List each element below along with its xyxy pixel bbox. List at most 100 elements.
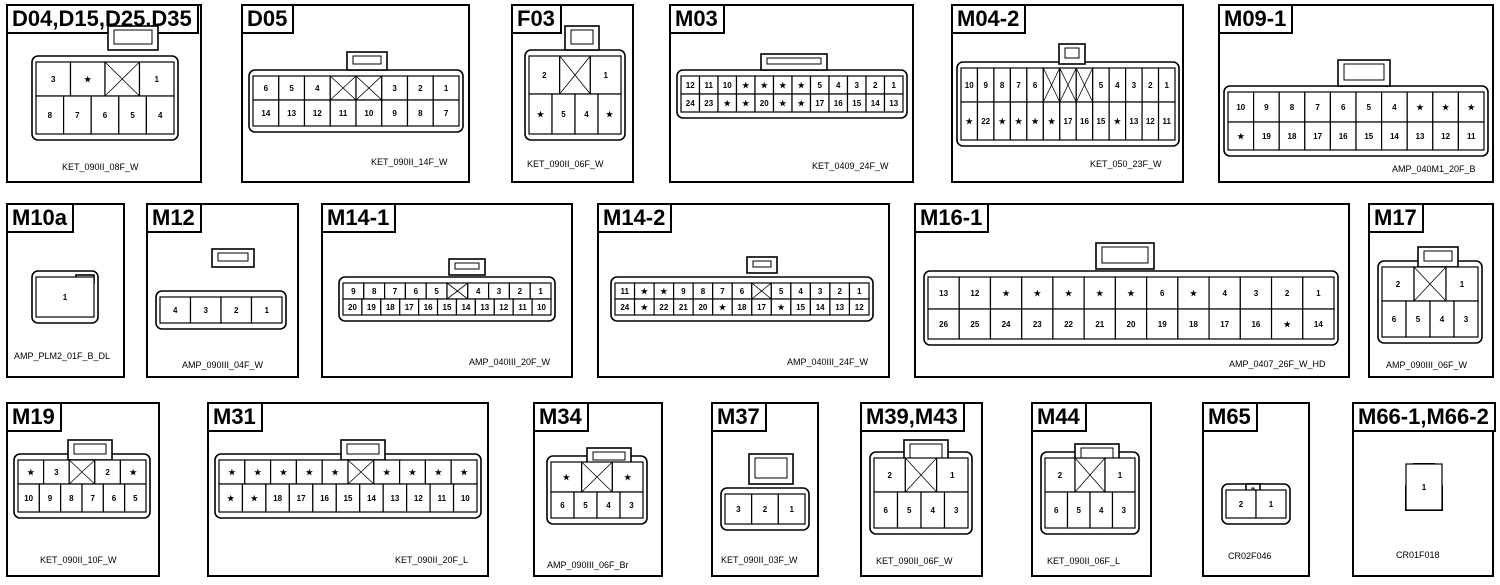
pin-label: 18 — [738, 303, 747, 312]
pin-label: ★ — [563, 473, 571, 482]
pin-label: 6 — [112, 494, 117, 503]
connector-lock-tab — [448, 258, 486, 276]
connector-lock-slot — [592, 451, 626, 461]
pin-label: ★ — [1237, 132, 1245, 141]
connector-title: M39,M43 — [860, 402, 965, 432]
pin-cell — [1278, 91, 1306, 123]
pin-cell — [883, 93, 904, 113]
connector-face: 1 — [31, 270, 99, 324]
pin-cell — [124, 483, 147, 513]
pin-label: 13 — [835, 303, 844, 312]
connector-code: CR01F018 — [1396, 550, 1440, 560]
pin-label: 24 — [620, 303, 629, 312]
pin-label: 22 — [981, 117, 990, 126]
connector-lock-tab — [67, 439, 113, 461]
pin-cell — [958, 308, 992, 340]
pin-label: ★ — [228, 468, 236, 477]
pin-cell — [62, 95, 92, 135]
pin-label: 8 — [1000, 81, 1005, 90]
pin-label: 3 — [497, 287, 502, 296]
connector-code: KET_090II_20F_L — [395, 555, 469, 565]
pin-cell — [1052, 308, 1085, 340]
pin-cell — [1239, 308, 1273, 340]
pin-label: 13 — [1129, 117, 1138, 126]
pin-label: 7 — [90, 494, 95, 503]
pin-label: 3 — [629, 501, 634, 510]
pin-cell — [1453, 300, 1479, 338]
pin-label: 2 — [542, 71, 547, 80]
pin-label: 12 — [414, 494, 423, 503]
pin-label: 9 — [392, 109, 397, 118]
connector-code: KET_090II_10F_W — [40, 555, 117, 565]
pin-cell — [1255, 489, 1287, 519]
pin-label: 10 — [461, 494, 470, 503]
pin-label: 2 — [1285, 289, 1290, 298]
pin-label: 4 — [584, 110, 589, 119]
pin-label: 6 — [1392, 315, 1397, 324]
connector-lock-slot — [346, 443, 380, 455]
pin-label: 11 — [705, 81, 714, 90]
connector-title: M04-2 — [951, 4, 1027, 34]
connector-lock-slot — [752, 260, 772, 268]
pin-label: 17 — [757, 303, 766, 312]
blank-cross — [347, 459, 375, 485]
pin-cell — [1044, 457, 1076, 493]
pin-label: 11 — [1163, 117, 1172, 126]
pin-label: 1 — [63, 293, 68, 302]
pin-label: 1 — [265, 306, 270, 315]
pin-cell — [1177, 276, 1210, 310]
pin-cell — [777, 493, 806, 525]
pin-label: ★ — [1048, 117, 1056, 126]
pin-label: 3 — [818, 287, 823, 296]
connector-panel-m66: M66-1,M66-2 1 CR01F018 — [1352, 402, 1496, 577]
pin-label: 21 — [1095, 320, 1104, 329]
pin-label: ★ — [641, 303, 649, 312]
pin-label: 1 — [1422, 483, 1427, 492]
pin-cell — [589, 55, 622, 95]
pin-cell — [1225, 489, 1257, 519]
pin-label: 7 — [720, 287, 725, 296]
pin-cell — [1429, 300, 1455, 338]
pin-label: 5 — [1367, 103, 1372, 112]
pin-label: ★ — [724, 99, 732, 108]
pin-cell — [1021, 276, 1054, 310]
connector-code: KET_090II_14F_W — [371, 157, 448, 167]
pin-label: 2 — [1239, 500, 1244, 509]
pin-label: 8 — [1290, 103, 1295, 112]
pin-label: 1 — [789, 505, 794, 514]
connector-code: KET_090II_06F_W — [527, 159, 604, 169]
pin-cell — [1083, 308, 1116, 340]
pin-label: ★ — [1468, 103, 1476, 112]
connector-lock-tab — [1058, 43, 1086, 65]
pin-label: 11 — [518, 303, 527, 312]
pin-label: ★ — [1127, 289, 1135, 298]
pin-label: 1 — [1165, 81, 1170, 90]
pin-label: ★ — [1096, 289, 1104, 298]
pin-label: 10 — [364, 109, 373, 118]
pin-label: 25 — [970, 320, 979, 329]
pin-label: 9 — [1264, 103, 1269, 112]
pin-label: 3 — [392, 84, 397, 93]
pin-label: 17 — [297, 494, 306, 503]
connector-lock-slot — [217, 252, 249, 262]
pin-label: 14 — [261, 109, 270, 118]
connector-face: 1 — [1405, 463, 1443, 511]
blank-cross — [68, 459, 96, 485]
pin-label: 7 — [393, 287, 398, 296]
pin-cell — [927, 308, 960, 340]
pin-cell — [406, 99, 434, 127]
pin-cell — [1405, 463, 1443, 511]
pin-label: 9 — [48, 494, 53, 503]
connector-code: AMP_PLM2_01F_B_DL — [14, 351, 111, 361]
pin-cell — [1304, 121, 1332, 151]
pin-label: 1 — [892, 81, 897, 90]
pin-label: 4 — [173, 306, 178, 315]
pin-label: 6 — [264, 84, 269, 93]
connector-code: AMP_090III_06F_Br — [547, 560, 629, 570]
